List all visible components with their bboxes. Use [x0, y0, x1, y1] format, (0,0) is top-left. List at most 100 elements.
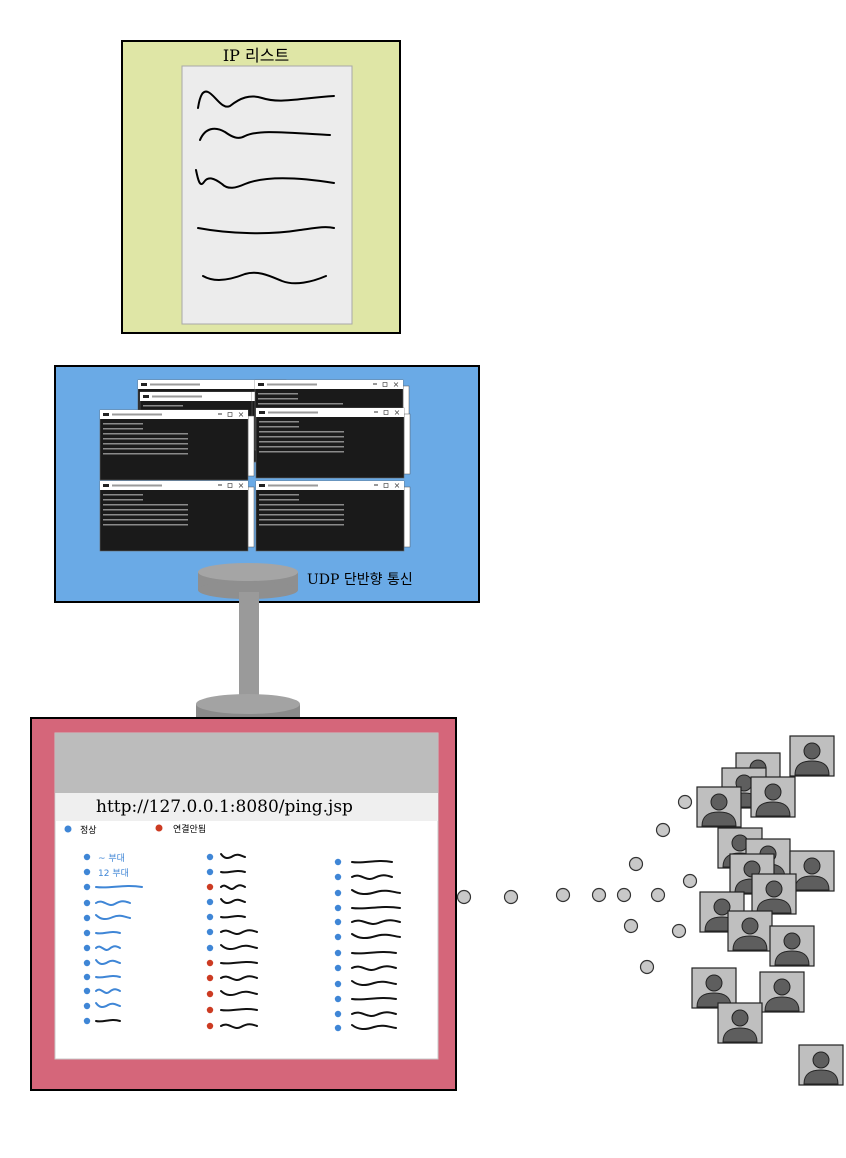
status-entry-text [95, 914, 131, 921]
unit-label-1: ~ 부대 [98, 853, 125, 864]
status-dot-icon [206, 944, 214, 952]
ip-list-title: IP 리스트 [223, 46, 289, 65]
status-dot-icon [334, 873, 342, 881]
ip-list-panel: IP 리스트 [121, 40, 401, 334]
connection-dot [623, 918, 639, 934]
connection-dot [677, 794, 693, 810]
status-entry-text [351, 889, 401, 896]
scribble-line [197, 90, 335, 109]
status-dot-icon [83, 1002, 91, 1010]
status-dot-icon [83, 973, 91, 981]
status-dot-icon [83, 929, 91, 937]
status-dot-icon [334, 858, 342, 866]
status-entry-text [351, 1011, 397, 1017]
status-dot-icon [206, 1006, 214, 1014]
status-dot-icon [83, 883, 91, 891]
user-avatar-icon [798, 1044, 844, 1086]
terminal-window-icon [99, 409, 255, 481]
status-dot-icon [206, 868, 214, 876]
status-dot-icon [83, 944, 91, 952]
status-entry-text [220, 961, 258, 965]
user-avatar-icon [769, 925, 815, 967]
connection-dot [616, 887, 632, 903]
status-dot-icon [83, 914, 91, 922]
web-page-panel: http://127.0.0.1:8080/ping.jsp 정상 연결안됨 ~… [30, 717, 457, 1091]
status-entry-text [220, 1008, 258, 1012]
status-dot-icon [334, 904, 342, 912]
status-dot-icon [83, 959, 91, 967]
status-entry-text [95, 931, 121, 935]
status-dot-icon [206, 898, 214, 906]
connection-dot [628, 856, 644, 872]
terminal-window-icon [99, 480, 255, 552]
scribble-line [195, 169, 335, 189]
terminal-window-icon [255, 480, 411, 552]
terminal-window-icon [255, 407, 411, 479]
status-entry-text [220, 929, 258, 935]
user-avatar-icon [691, 967, 737, 1009]
status-entry-text [351, 951, 397, 955]
status-entry-text [220, 1023, 258, 1029]
status-dot-icon [206, 853, 214, 861]
status-entry-text [95, 959, 121, 966]
user-avatar-icon [751, 873, 797, 915]
status-dot-icon [206, 1022, 214, 1030]
status-entry-text [220, 898, 246, 905]
status-entry-text [220, 975, 258, 981]
connection-dot [671, 923, 687, 939]
status-dot-icon [206, 990, 214, 998]
ip-list-scribbles [195, 90, 335, 285]
status-dot-icon [206, 928, 214, 936]
status-dot-icon [334, 949, 342, 957]
status-dot-icon [83, 1017, 91, 1025]
address-bar [56, 793, 438, 821]
status-entry-text [351, 997, 397, 1001]
legend-normal-dot [64, 825, 72, 833]
status-entry-text [351, 860, 393, 864]
pipe-connector-icon [196, 563, 300, 737]
status-dot-icon [334, 995, 342, 1003]
status-entry-text [351, 980, 397, 987]
connection-dots [456, 794, 698, 975]
scribble-line [202, 271, 327, 285]
udp-label: UDP 단반향 통신 [307, 572, 413, 588]
status-dot-icon [206, 959, 214, 967]
status-entry-text [95, 945, 121, 951]
status-entry-text [351, 933, 401, 940]
status-dot-icon [206, 883, 214, 891]
status-dot-icon [334, 964, 342, 972]
connection-dot [503, 889, 519, 905]
status-dot-icon [206, 974, 214, 982]
user-avatar-icon [789, 850, 835, 892]
status-dot-icon [83, 899, 91, 907]
status-dot-icon [334, 933, 342, 941]
user-group [691, 735, 844, 1086]
connection-dot [650, 887, 666, 903]
legend-disconnected-label: 연결안됨 [173, 823, 206, 835]
status-dot-icon [83, 987, 91, 995]
legend-disconnected-dot [155, 824, 163, 832]
status-entry-text [220, 944, 258, 951]
user-avatar-icon [789, 735, 835, 777]
status-entry-text [351, 1024, 397, 1031]
status-entry-text [95, 900, 131, 906]
status-entry-text [220, 990, 258, 997]
browser-chrome [55, 733, 438, 793]
connection-dot [456, 889, 472, 905]
status-dot-icon [334, 918, 342, 926]
connection-dot [591, 887, 607, 903]
status-entry-text [95, 988, 121, 994]
status-dot-icon [334, 1010, 342, 1018]
ping-server-panel [54, 365, 480, 603]
terminal-window-stack [99, 379, 411, 552]
status-entry-text [351, 965, 397, 971]
user-avatar-icon [727, 910, 773, 952]
status-dot-icon [334, 1024, 342, 1032]
status-entry-text [95, 975, 121, 979]
status-entry-text [351, 906, 401, 910]
status-dot-icon [206, 913, 214, 921]
status-entry-text [220, 853, 246, 860]
connection-dot [682, 873, 698, 889]
status-entry-text [351, 874, 393, 880]
